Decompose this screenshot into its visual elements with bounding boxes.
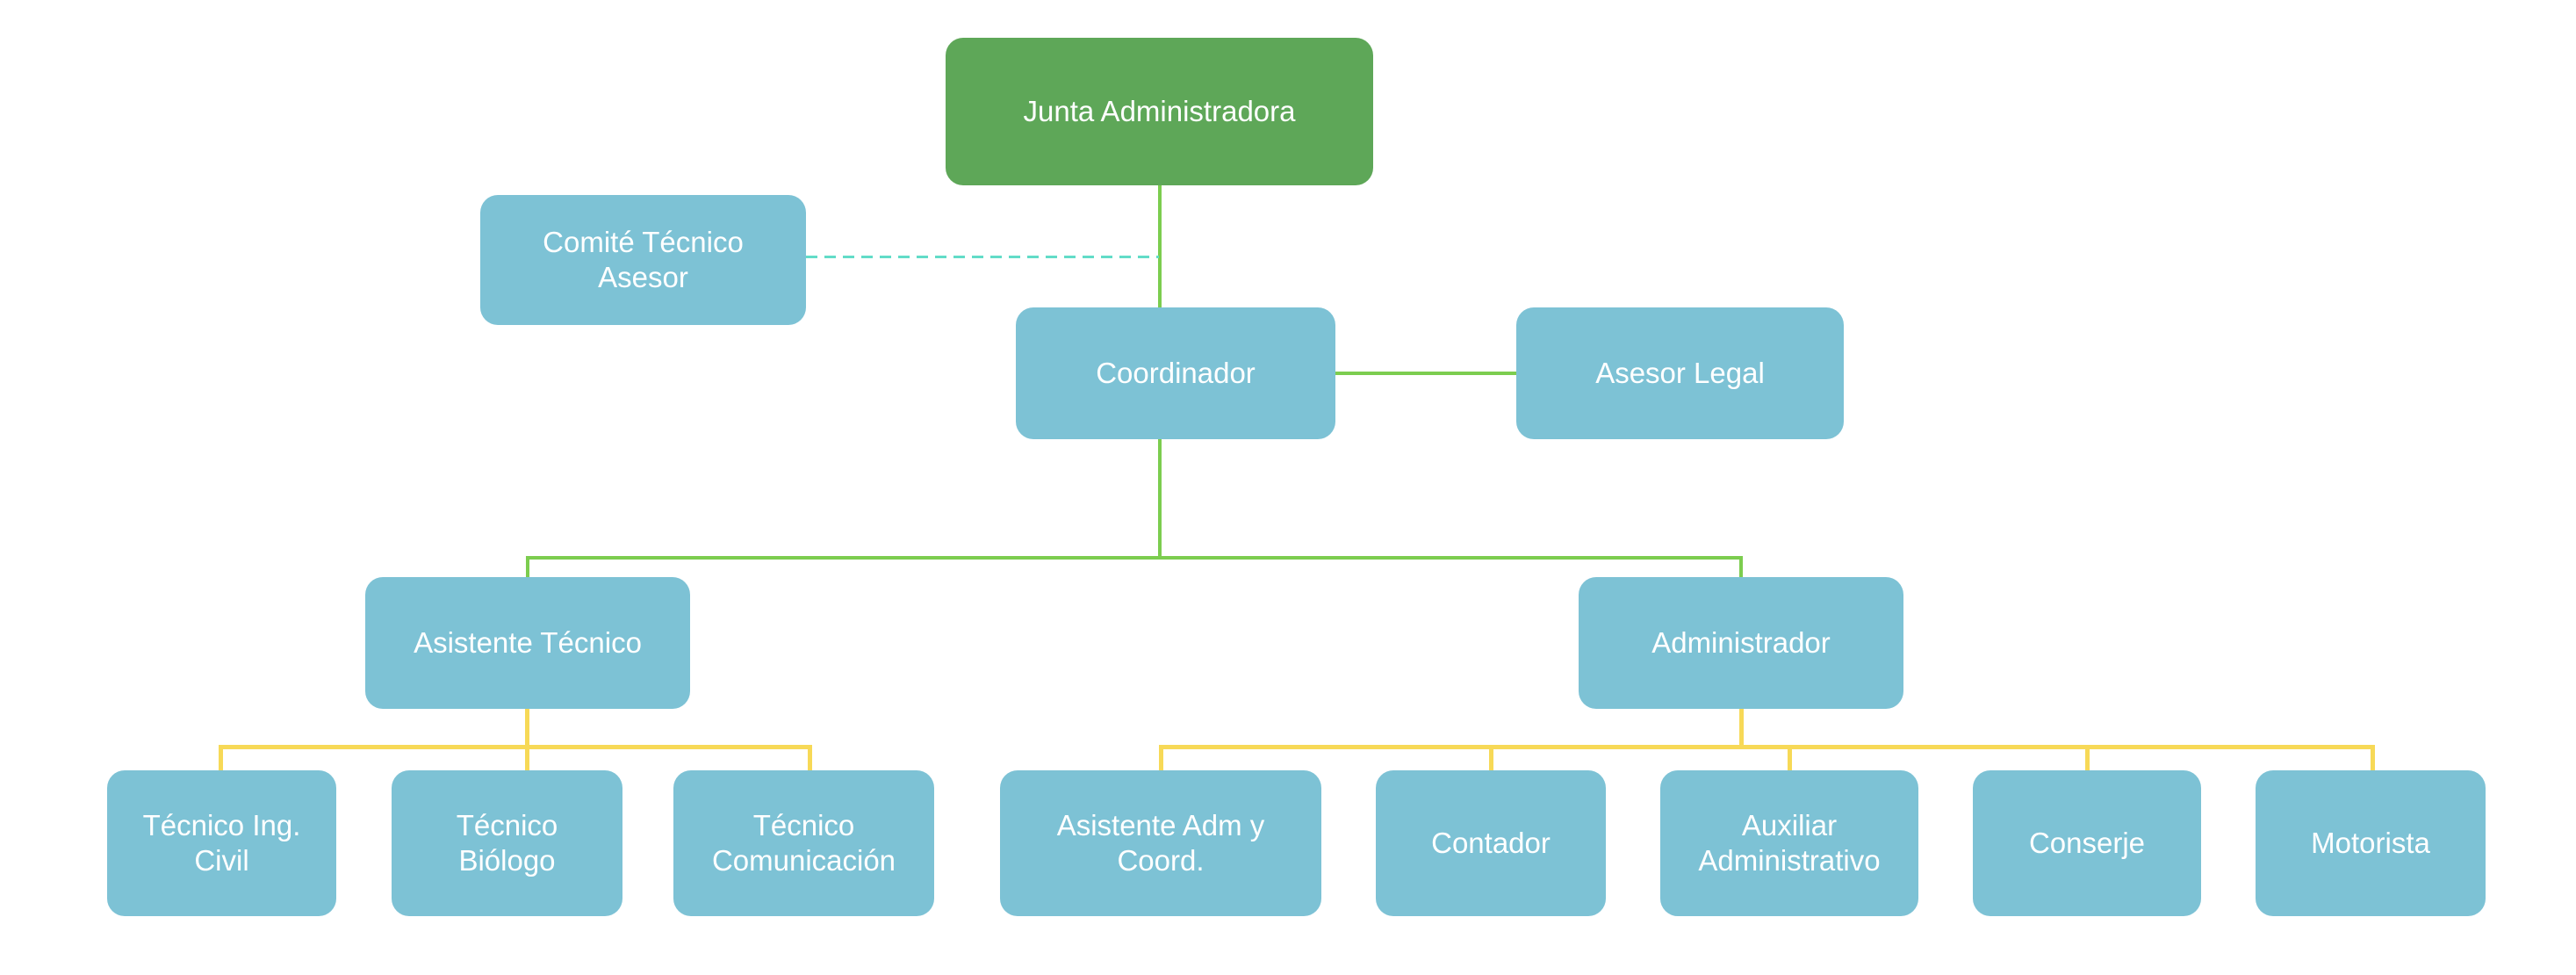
node-asesor-legal[interactable]: Asesor Legal (1516, 307, 1844, 439)
connector-drop-auxiliar-administrativo (1788, 745, 1792, 770)
node-asistente-adm-y-coord[interactable]: Asistente Adm y Coord. (1000, 770, 1321, 916)
node-label: Comité Técnico Asesor (543, 225, 744, 293)
connector-drop-motorista (2371, 745, 2375, 770)
connector-coordinador-down (1158, 439, 1162, 560)
node-junta-administradora[interactable]: Junta Administradora (946, 38, 1373, 185)
node-label: Técnico Ing. Civil (142, 808, 301, 877)
node-label: Coordinador (1096, 356, 1256, 389)
connector-left-children-bar (219, 745, 812, 749)
connector-coordinador-to-asesor-legal (1335, 372, 1516, 375)
connector-drop-conserje (2085, 745, 2090, 770)
node-comite-tecnico-asesor[interactable]: Comité Técnico Asesor (480, 195, 806, 325)
node-administrador[interactable]: Administrador (1579, 577, 1903, 709)
node-label: Asistente Adm y Coord. (1056, 808, 1265, 877)
connector-drop-administrador (1739, 556, 1743, 579)
connector-drop-contador (1489, 745, 1493, 770)
connector-asistente-tecnico-down (525, 709, 529, 770)
node-label: Administrador (1651, 625, 1831, 659)
node-auxiliar-administrativo[interactable]: Auxiliar Administrativo (1660, 770, 1918, 916)
node-label: Técnico Comunicación (711, 808, 896, 877)
node-label: Junta Administradora (1023, 94, 1296, 127)
connector-drop-tecnico-ing-civil (219, 745, 223, 770)
node-contador[interactable]: Contador (1376, 770, 1606, 916)
connector-administrador-down (1739, 709, 1744, 749)
node-tecnico-comunicacion[interactable]: Técnico Comunicación (673, 770, 934, 916)
node-label: Técnico Biólogo (456, 808, 558, 877)
node-tecnico-biologo[interactable]: Técnico Biólogo (392, 770, 622, 916)
node-tecnico-ing-civil[interactable]: Técnico Ing. Civil (107, 770, 336, 916)
node-label: Conserje (2028, 826, 2146, 859)
node-label: Asistente Técnico (414, 625, 642, 659)
connector-drop-asistente-adm-coord (1159, 745, 1163, 770)
connector-right-children-bar (1159, 745, 2375, 749)
connector-junta-to-coordinador (1158, 185, 1162, 307)
node-motorista[interactable]: Motorista (2256, 770, 2486, 916)
node-label: Asesor Legal (1595, 356, 1765, 389)
node-label: Contador (1431, 826, 1551, 859)
node-label: Motorista (2311, 826, 2430, 859)
connector-comite-dashed (806, 256, 1159, 258)
connector-drop-asistente-tecnico (526, 556, 529, 579)
node-label: Auxiliar Administrativo (1698, 808, 1881, 877)
connector-drop-tecnico-comunicacion (808, 745, 812, 770)
node-conserje[interactable]: Conserje (1973, 770, 2201, 916)
node-asistente-tecnico[interactable]: Asistente Técnico (365, 577, 690, 709)
node-coordinador[interactable]: Coordinador (1016, 307, 1335, 439)
connector-level2-bar (526, 556, 1743, 560)
